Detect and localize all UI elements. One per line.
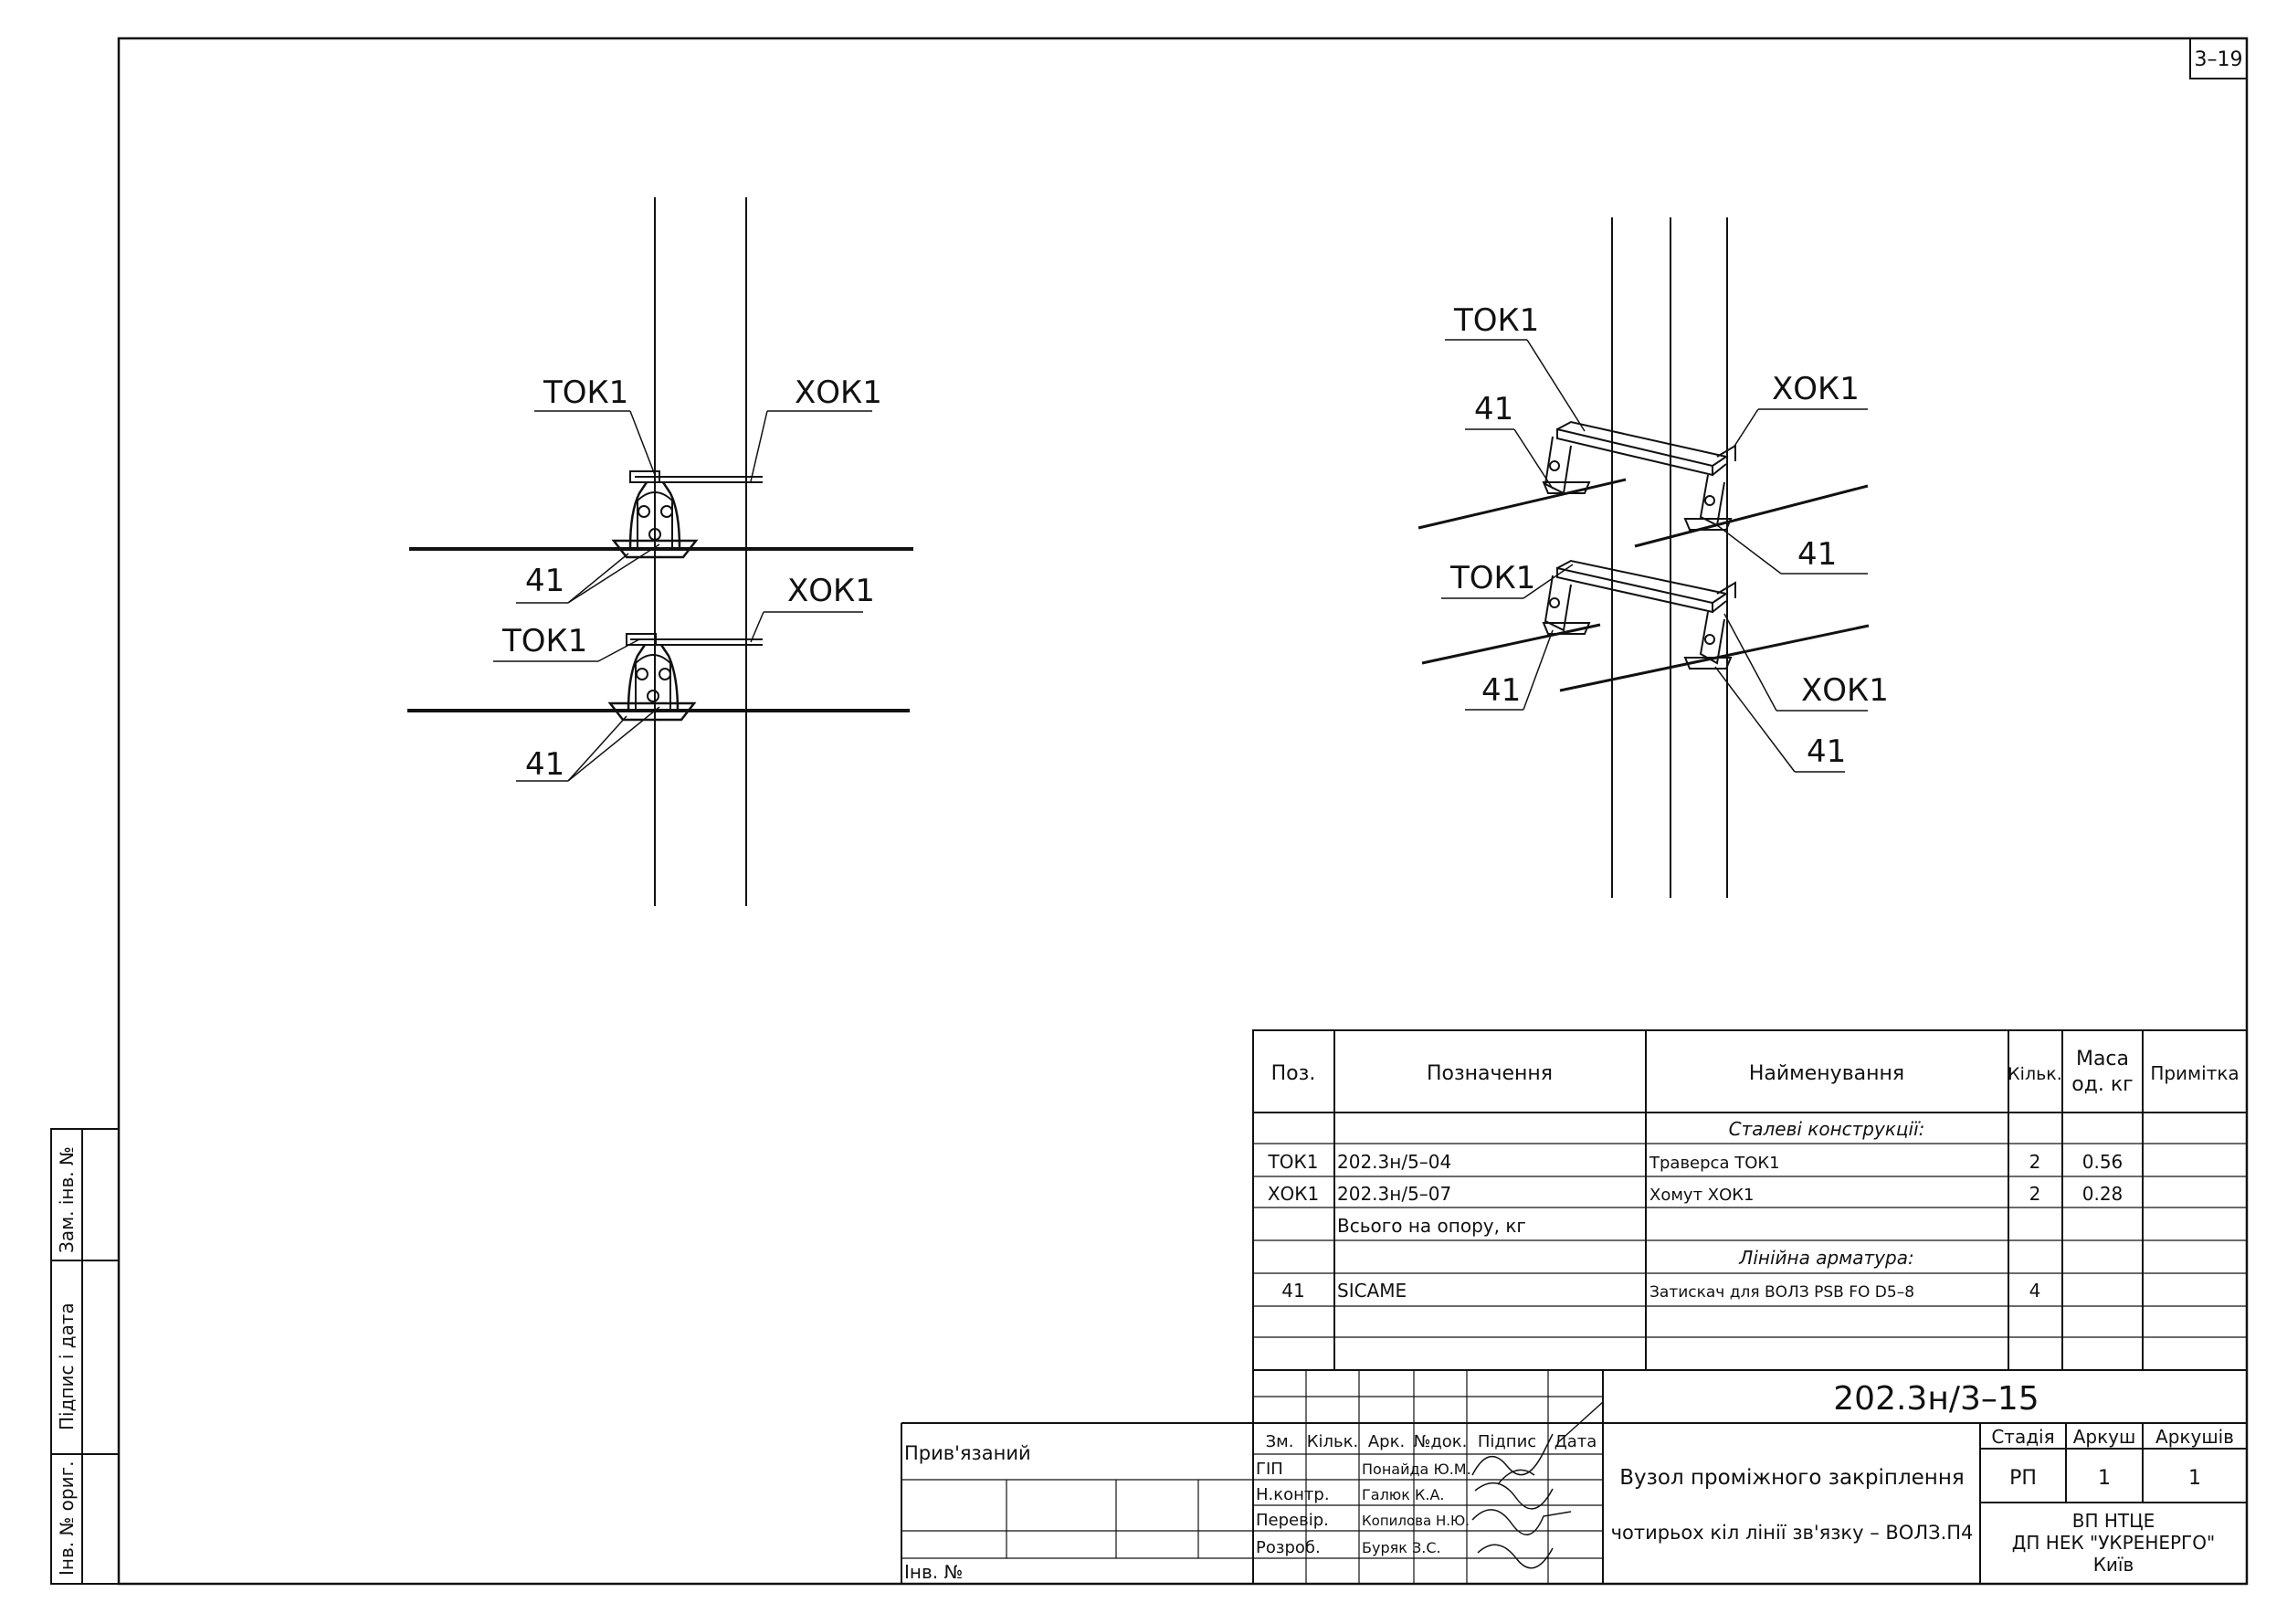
spec-row-pos: 41 [1281,1280,1304,1302]
spec-row-qty: 2 [2029,1151,2041,1173]
tb-role: Н.контр. [1256,1485,1330,1504]
left-label-tok1-lower: ТОК1 [501,623,587,659]
tb-col-izm: Зм. [1266,1432,1294,1451]
right-label-tok1-upper: ТОК1 [1453,302,1539,339]
spec-header-designation: Позначення [1427,1062,1553,1085]
tb-person: Понайда Ю.М. [1362,1461,1471,1478]
title-line-2: чотирьох кіл лінії зв'язку – ВОЛЗ.П4 [1611,1522,1974,1544]
title-line-1: Вузол проміжного закріплення [1619,1466,1964,1490]
tb-col-date: Дата [1555,1432,1597,1451]
right-pole-view [1418,217,1870,898]
tb-person: Буряк З.С. [1362,1539,1441,1556]
right-label-41-lower-right: 41 [1807,733,1846,770]
signatures [1471,1401,1604,1569]
stage-label: Стадія [1991,1426,2054,1448]
sheet-label: Аркуш [2073,1426,2136,1448]
tb-col-ark: Арк. [1368,1432,1405,1451]
org-line-3: Київ [2093,1554,2134,1576]
stage-value: РП [2009,1467,2037,1490]
spec-row-name: Траверса ТОК1 [1649,1154,1780,1173]
side-strip [50,1128,120,1585]
spec-row-qty: 2 [2029,1183,2041,1205]
side-label-replace-inv: Зам. інв. № [56,1146,78,1253]
spec-row-qty: 4 [2029,1280,2041,1302]
side-label-sign-date: Підпис і дата [56,1302,78,1430]
left-assembly-lower [407,633,910,722]
outer-frame [117,37,2249,1586]
right-label-tok1-lower: ТОК1 [1449,560,1535,596]
right-label-41-upper-right: 41 [1797,536,1837,573]
left-label-xok1-upper: ХОК1 [795,374,882,411]
org-line-1: ВП НТЦЕ [2072,1510,2155,1532]
spec-row-mass: 0.28 [2082,1183,2124,1205]
tb-col-kilk: Кільк. [1307,1432,1359,1451]
spec-row-pos: ХОК1 [1268,1183,1319,1205]
sheet-number-box [2189,37,2248,79]
spec-row-name: Затискач для ВОЛЗ PSB FO D5–8 [1649,1283,1914,1302]
tb-person: Копилова Н.Ю. [1362,1513,1470,1529]
sheet-number: 3–19 [2195,48,2243,71]
left-label-41-upper: 41 [525,563,564,599]
spec-row-designation: SICAME [1337,1280,1407,1302]
org-line-2: ДП НЕК "УКРЕНЕРГО" [2012,1532,2215,1554]
right-label-xok1-lower: ХОК1 [1801,672,1889,709]
tb-person: Галюк К.А. [1362,1486,1444,1503]
title-block-grid [1252,1370,2247,1584]
spec-header-mass-1: Маса [2076,1048,2129,1070]
spec-header-pos: Поз. [1271,1062,1316,1085]
tb-col-ndoc: №док. [1414,1432,1468,1451]
tb-role: ГІП [1256,1460,1283,1479]
sheets-value: 1 [2188,1467,2201,1490]
sheet-value: 1 [2098,1467,2111,1490]
spec-header-qty: Кільк. [2008,1064,2062,1084]
right-assembly-lower [1421,559,1870,692]
doc-code: 202.3н/3–15 [1833,1380,2039,1418]
spec-row-designation: 202.3н/5–07 [1337,1183,1451,1205]
left-label-41-lower: 41 [525,746,564,783]
spec-row-designation: 202.3н/5–04 [1337,1151,1451,1173]
left-pole-view [407,197,913,906]
spec-row-total: Всього на опору, кг [1337,1215,1526,1237]
spec-header-note: Примітка [2150,1062,2239,1084]
right-label-41-upper-left: 41 [1474,391,1513,427]
right-assembly-upper [1418,420,1869,548]
left-label-tok1-upper: ТОК1 [543,374,628,411]
attached-block-grid [901,1422,1253,1584]
spec-row-name: Хомут ХОК1 [1649,1186,1755,1205]
side-label-orig-inv: Інв. № ориг. [56,1461,78,1576]
spec-header-name: Найменування [1749,1062,1904,1085]
spec-row-mass: 0.56 [2082,1151,2124,1173]
right-label-xok1-upper: ХОК1 [1772,371,1860,407]
spec-row-pos: ТОК1 [1268,1151,1319,1173]
sheets-label: Аркушів [2155,1426,2234,1448]
spec-section-steel: Сталеві конструкції: [1729,1118,1925,1140]
right-label-41-lower-left: 41 [1481,672,1521,709]
attached-label: Прив'язаний [904,1442,1031,1464]
spec-table-grid [1252,1029,2248,1371]
left-label-xok1-lower: ХОК1 [787,573,875,609]
tb-role: Розроб. [1256,1538,1321,1557]
left-assembly-upper [409,470,913,559]
inv-no-label: Інв. № [904,1561,963,1583]
tb-col-sign: Підпис [1478,1432,1536,1451]
spec-header-mass-2: од. кг [2071,1073,2134,1096]
tb-role: Перевір. [1256,1511,1329,1530]
spec-section-fittings: Лінійна арматура: [1738,1247,1913,1269]
